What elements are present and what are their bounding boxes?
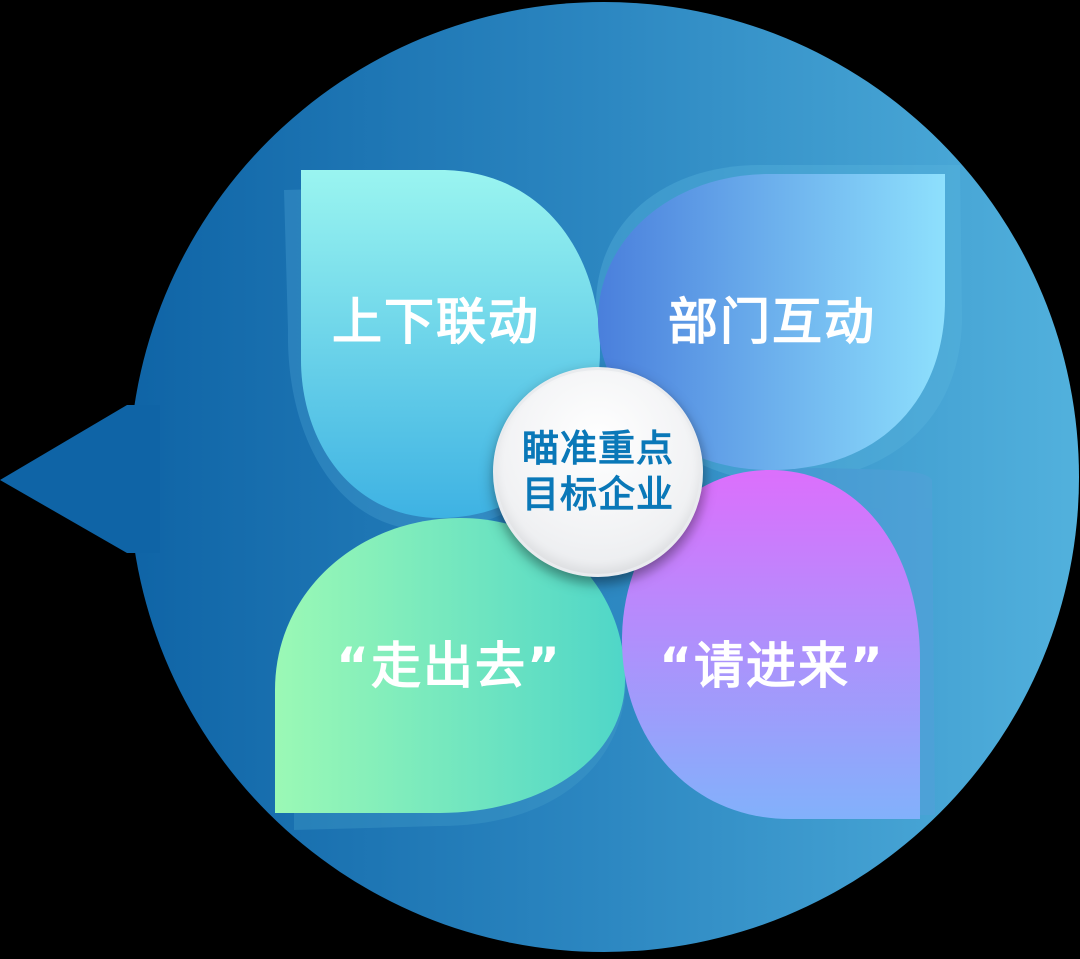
hub-text-line-2: 目标企业 [522, 473, 674, 516]
hub-text-line-1: 瞄准重点 [522, 427, 674, 470]
petal-bottom-right [622, 470, 920, 819]
petal-bottom-left [275, 518, 625, 813]
petal-label-bottom-right: “请进来” [659, 637, 885, 695]
petal-label-top-right: 部门互动 [668, 293, 876, 351]
petal-label-bottom-left: “走出去” [336, 637, 562, 695]
petal-label-top-left: 上下联动 [332, 293, 540, 351]
center-hub: 瞄准重点 目标企业 [493, 367, 703, 577]
petal-top-right [598, 174, 945, 470]
